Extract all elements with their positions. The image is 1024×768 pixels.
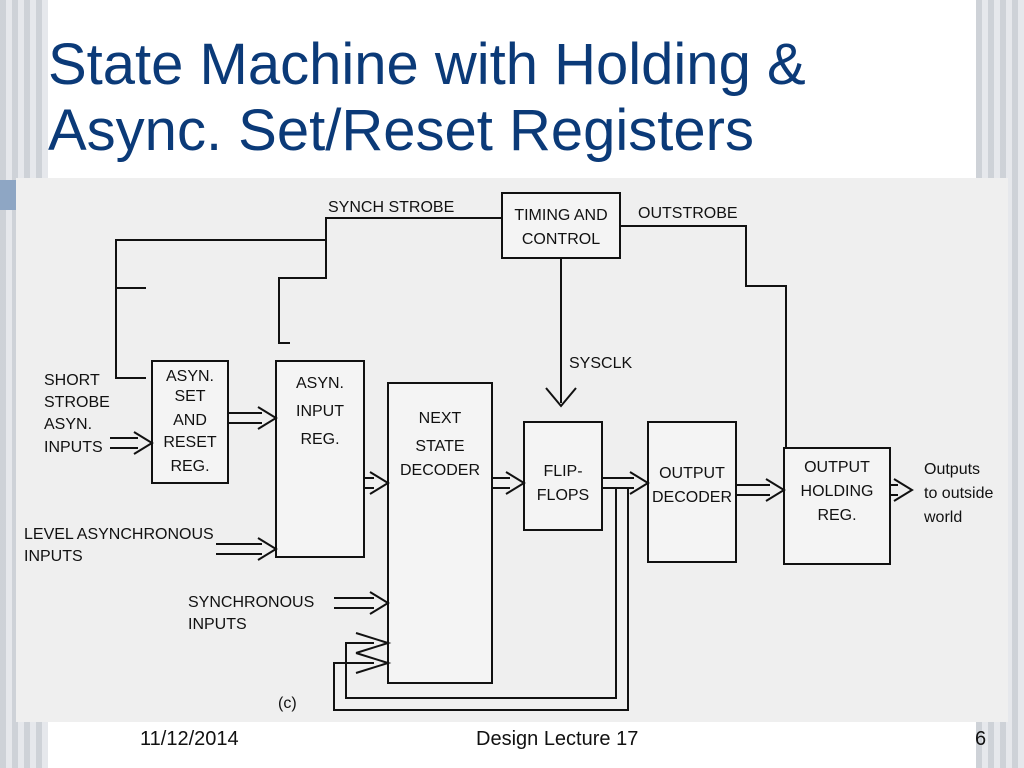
footer-title: Design Lecture 17 bbox=[476, 728, 639, 750]
flipflops-label-2: FLOPS bbox=[537, 487, 589, 504]
asyn-set-label-4: RESET bbox=[163, 434, 217, 451]
output-decoder-label-2: DECODER bbox=[652, 489, 732, 506]
asyn-set-label-5: REG. bbox=[170, 458, 209, 475]
asyn-set-label-1: ASYN. bbox=[166, 368, 214, 385]
page-number: 6 bbox=[975, 728, 987, 750]
block-diagram: TIMING AND CONTROL SYNCH STROBE OUTSTROB… bbox=[16, 178, 1008, 722]
short-strobe-label-4: INPUTS bbox=[44, 439, 103, 456]
flip-flops-block bbox=[523, 421, 603, 531]
output-holding-block bbox=[783, 447, 891, 565]
output-decoder-label-1: OUTPUT bbox=[659, 465, 725, 482]
timing-label-2: CONTROL bbox=[522, 231, 600, 248]
next-state-label-2: STATE bbox=[415, 438, 464, 455]
output-holding-label-3: REG. bbox=[817, 507, 856, 524]
asyn-set-label-2: SET bbox=[174, 388, 205, 405]
slide-title: State Machine with Holding & Async. Set/… bbox=[48, 32, 988, 164]
next-state-label-1: NEXT bbox=[419, 410, 462, 427]
short-strobe-label-1: SHORT bbox=[44, 372, 100, 389]
short-strobe-label-3: ASYN. bbox=[44, 416, 92, 433]
asyn-input-label-1: ASYN. bbox=[296, 375, 344, 392]
timing-label-1: TIMING AND bbox=[514, 207, 607, 224]
sysclk-label: SYSCLK bbox=[569, 355, 632, 372]
asyn-input-label-3: REG. bbox=[300, 431, 339, 448]
signal-arrows bbox=[110, 406, 914, 711]
synch-strobe-label: SYNCH STROBE bbox=[328, 199, 454, 216]
output-holding-label-1: OUTPUT bbox=[804, 459, 870, 476]
outputs-label-2: to outside bbox=[924, 485, 993, 502]
asyn-set-label-3: AND bbox=[173, 412, 207, 429]
output-decoder-block bbox=[647, 421, 737, 563]
footer-date: 11/12/2014 bbox=[140, 728, 239, 750]
asyn-input-block bbox=[275, 360, 365, 558]
level-async-label-1: LEVEL ASYNCHRONOUS bbox=[24, 526, 214, 543]
next-state-decoder-block bbox=[387, 382, 493, 684]
output-holding-label-2: HOLDING bbox=[801, 483, 874, 500]
synchronous-label-1: SYNCHRONOUS bbox=[188, 594, 314, 611]
figure-label: (c) bbox=[278, 695, 297, 712]
title-line-1: State Machine with Holding & bbox=[48, 32, 806, 97]
synchronous-label-2: INPUTS bbox=[188, 616, 247, 633]
outstrobe-label: OUTSTROBE bbox=[638, 205, 738, 222]
next-state-label-3: DECODER bbox=[400, 462, 480, 479]
level-async-label-2: INPUTS bbox=[24, 548, 83, 565]
asyn-input-label-2: INPUT bbox=[296, 403, 344, 420]
outputs-label-1: Outputs bbox=[924, 461, 980, 478]
short-strobe-label-2: STROBE bbox=[44, 394, 110, 411]
title-line-2: Async. Set/Reset Registers bbox=[48, 98, 754, 163]
timing-control-block bbox=[501, 192, 621, 259]
flipflops-label-1: FLIP- bbox=[543, 463, 582, 480]
outputs-label-3: world bbox=[923, 509, 962, 526]
